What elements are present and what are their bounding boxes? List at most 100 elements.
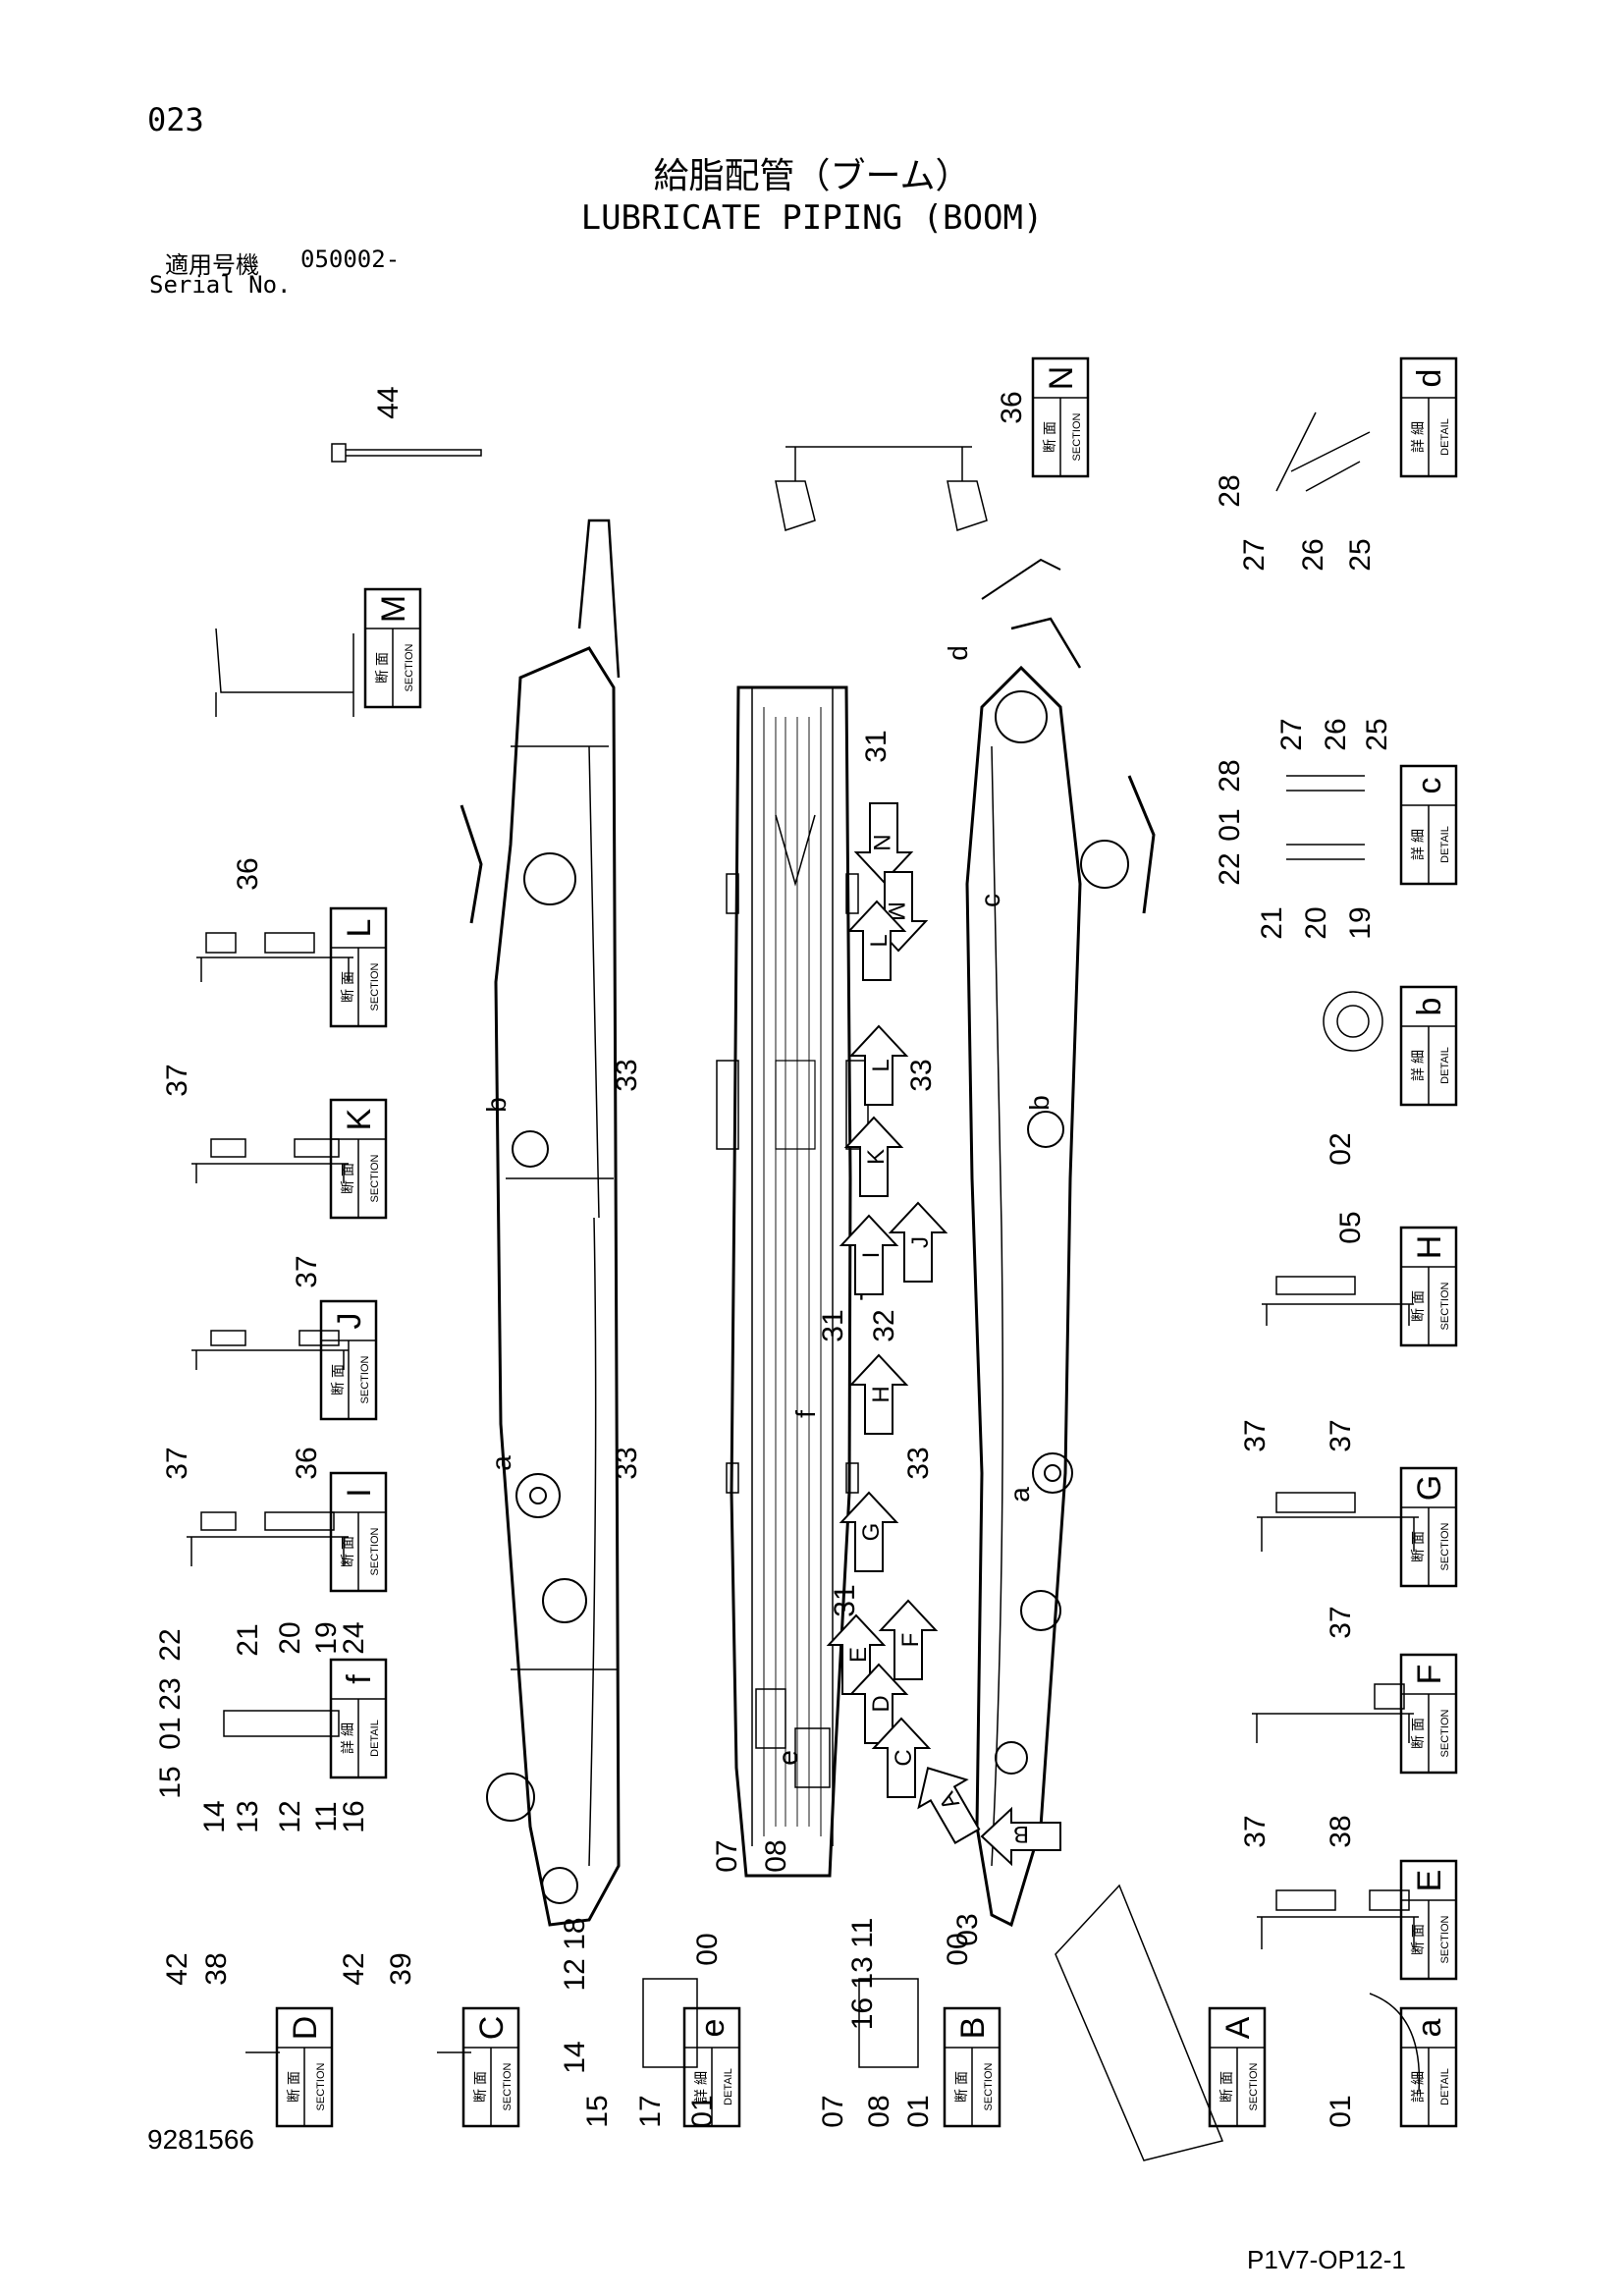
view-G-jp: 断 面 [1410, 1531, 1426, 1562]
view-M-label: 断 面 SECTION M [363, 587, 422, 709]
ref-rf: f [790, 1410, 821, 1418]
view-b-label: 詳 細 DETAIL b [1399, 985, 1458, 1107]
arrow-aC: C [871, 1717, 932, 1798]
callout-c03: 03 [951, 1913, 984, 1945]
callout-c19f: 19 [310, 1621, 343, 1654]
arrow-letter-aI: I [858, 1252, 885, 1259]
view-b-en: DETAIL [1439, 1047, 1451, 1084]
arrow-letter-aJ: J [907, 1236, 934, 1248]
view-I-jp: 断 面 [340, 1536, 355, 1567]
view-b-jp: 詳 細 [1410, 1050, 1426, 1081]
callout-c33r: 33 [905, 1059, 938, 1091]
view-G-en: SECTION [1439, 1523, 1451, 1571]
view-A-letter: A [1219, 2016, 1257, 2039]
serial-label-japanese: 適用号機 [165, 251, 259, 279]
ref-rd: d [943, 645, 973, 661]
view-G-label: 断 面 SECTION G [1399, 1466, 1458, 1588]
arrow-letter-aF: F [897, 1633, 924, 1648]
callout-c37e: 37 [1239, 1815, 1272, 1847]
callout-c22c: 22 [1214, 852, 1246, 885]
arrow-aB: B [980, 1806, 1061, 1867]
view-f-en: DETAIL [369, 1720, 381, 1757]
callout-c13f: 13 [232, 1800, 264, 1832]
view-D-jp: 断 面 [286, 2071, 301, 2103]
callout-c01e: 01 [686, 2095, 719, 2127]
callout-c15f: 15 [154, 1766, 187, 1798]
callout-c15e: 15 [581, 2095, 614, 2127]
serial-value: 050002- [300, 246, 401, 273]
serial-label-english: Serial No. [149, 271, 292, 299]
callout-c27c: 27 [1275, 718, 1308, 750]
boom-top-view [716, 685, 869, 1878]
view-c-en: DETAIL [1439, 826, 1451, 863]
callout-c37g1: 37 [1239, 1419, 1272, 1451]
callout-c33m: 33 [611, 1447, 643, 1479]
view-I-en: SECTION [369, 1528, 381, 1576]
view-J-en: SECTION [359, 1356, 371, 1404]
callout-c39c: 39 [385, 1952, 417, 1985]
callout-c37k: 37 [161, 1064, 193, 1096]
view-K-jp: 断 面 [340, 1163, 355, 1194]
view-M-jp: 断 面 [374, 652, 390, 683]
arrow-aI: I [839, 1214, 899, 1295]
view-M-en: SECTION [404, 644, 415, 692]
callout-c32: 32 [868, 1309, 900, 1341]
view-f-letter: f [341, 1674, 378, 1684]
callout-c1311: 16 13 11 [846, 1918, 879, 2031]
callout-c14e: 14 [559, 2041, 591, 2073]
arrow-aL2: L [848, 1024, 909, 1106]
view-G-letter: G [1411, 1475, 1448, 1501]
view-K-en: SECTION [369, 1155, 381, 1203]
boom-right-view [965, 558, 1156, 1928]
callout-c37i: 37 [161, 1447, 193, 1479]
callout-c17e: 17 [634, 2095, 667, 2127]
callout-c21f: 21 [232, 1623, 264, 1656]
callout-c25c: 25 [1361, 718, 1393, 750]
view-e-en: DETAIL [723, 2068, 734, 2105]
arrow-letter-aE: E [845, 1647, 872, 1663]
view-e-letter: e [694, 2019, 731, 2038]
view-e-label: 詳 細 DETAIL e [682, 2006, 741, 2128]
view-I-letter: I [341, 1488, 378, 1497]
title-japanese: 給脂配管（ブーム） [653, 156, 971, 196]
callout-c19c: 19 [1344, 906, 1377, 939]
document-number: 9281566 [147, 2124, 255, 2155]
callout-c08: 08 [760, 1839, 792, 1872]
callout-c27d: 27 [1238, 538, 1271, 571]
arrow-letter-aL1: L [866, 934, 893, 947]
view-d-jp: 詳 細 [1410, 421, 1426, 453]
view-D-en: SECTION [315, 2063, 327, 2111]
arrow-letter-aG: G [858, 1523, 885, 1542]
arrow-aH: H [848, 1353, 909, 1435]
view-b-letter: b [1411, 998, 1448, 1016]
view-H-letter: H [1411, 1235, 1448, 1260]
thumbnail-sketches [187, 411, 1421, 2161]
view-d-en: DETAIL [1439, 418, 1451, 456]
drawing-code: P1V7-OP12-1 [1247, 2245, 1406, 2274]
callout-c38d: 38 [200, 1952, 233, 1985]
ref-rb1: b [481, 1097, 512, 1113]
view-H-en: SECTION [1439, 1283, 1451, 1331]
arrow-letter-aD: D [868, 1695, 894, 1712]
view-E-en: SECTION [1439, 1916, 1451, 1964]
callout-c01b: 01 [902, 2095, 935, 2127]
callout-c23f: 23 [154, 1677, 187, 1710]
callout-c01a: 01 [1325, 2095, 1357, 2127]
view-M-letter: M [375, 595, 412, 623]
view-e-jp: 詳 細 [693, 2071, 709, 2103]
view-C-en: SECTION [502, 2063, 514, 2111]
callout-c26d: 26 [1297, 538, 1329, 571]
callout-c31b: 31 [817, 1309, 849, 1341]
arrow-letter-aN: N [868, 834, 894, 850]
view-a-jp: 詳 細 [1410, 2071, 1426, 2103]
